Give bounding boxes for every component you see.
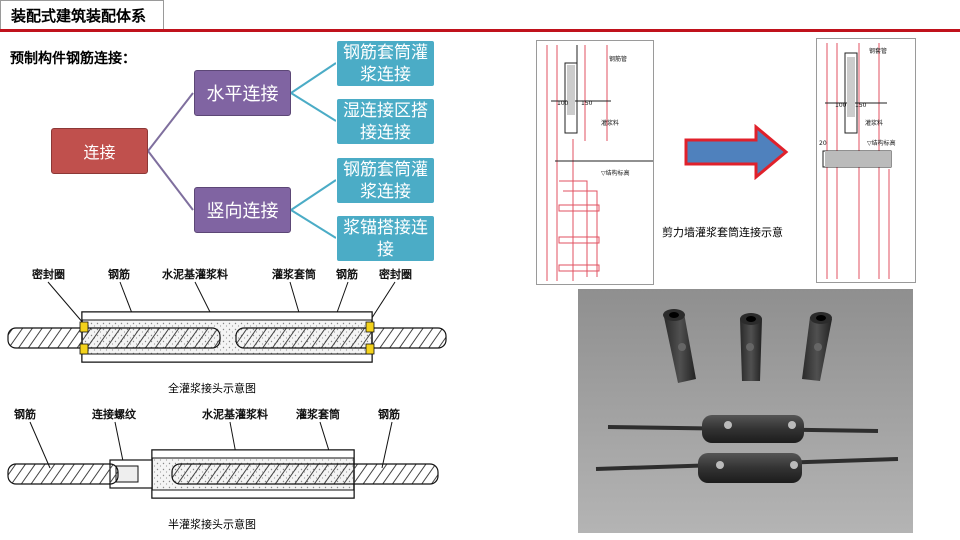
transition-arrow xyxy=(684,124,789,180)
sleeve-assembly-2 xyxy=(595,453,899,483)
tree-connectors xyxy=(147,62,337,239)
left-panel-label-3: ▽结构标高 xyxy=(601,169,630,177)
half-label-grout: 水泥基灌浆料 xyxy=(202,407,268,421)
full-label-seal-right: 密封圈 xyxy=(379,267,412,281)
half-grout-joint-diagram: 钢筋 连接螺纹 水泥基灌浆料 灌浆套筒 钢筋 xyxy=(7,407,439,499)
title-rule xyxy=(0,29,960,32)
tree-horizontal-node: 水平连接 xyxy=(194,70,291,116)
tree-vertical-node: 竖向连接 xyxy=(194,187,291,233)
upright-sleeve-3 xyxy=(802,312,832,381)
tree-leaf-3: 钢筋套筒灌浆连接 xyxy=(336,157,435,204)
left-panel-label-2: 灌浆料 xyxy=(601,119,619,127)
half-joint-caption: 半灌浆接头示意图 xyxy=(168,518,256,531)
full-label-rebar-right: 钢筋 xyxy=(336,267,358,281)
tree-leaf-3-label: 钢筋套筒灌浆连接 xyxy=(343,159,428,202)
upright-sleeve-1 xyxy=(663,309,696,383)
tree-leaf-4: 浆锚搭接连接 xyxy=(336,215,435,262)
subtitle: 预制构件钢筋连接： xyxy=(10,51,136,67)
half-label-thread: 连接螺纹 xyxy=(92,407,137,421)
thread-block xyxy=(115,465,139,483)
tree-leaf-4-label: 浆锚搭接连接 xyxy=(343,217,428,260)
grout-sleeve-photo xyxy=(578,289,913,533)
left-panel-dim-a: 100 xyxy=(557,100,569,107)
tree-root-label: 连接 xyxy=(83,143,116,162)
right-panel-label-1: 钢套管 xyxy=(869,47,887,55)
full-joint-caption: 全灌浆接头示意图 xyxy=(168,382,256,395)
shear-wall-panel-before: 钢筋管 100 150 灌浆料 ▽结构标高 xyxy=(536,40,654,285)
right-panel-label-2: 灌浆料 xyxy=(865,119,883,127)
full-label-rebar-left: 钢筋 xyxy=(108,267,130,281)
sleeve-assembly-1 xyxy=(607,415,879,443)
connector-root-horizontal xyxy=(147,92,194,152)
half-label-rebar-left: 钢筋 xyxy=(14,407,36,421)
full-label-sleeve: 灌浆套筒 xyxy=(272,267,316,281)
slide-title-box: 装配式建筑装配体系 xyxy=(0,0,164,30)
left-panel-label-1: 钢筋管 xyxy=(609,55,627,63)
seal-left xyxy=(79,321,89,333)
right-panel-dim-b: 150 xyxy=(855,102,867,109)
full-label-seal-left: 密封圈 xyxy=(32,267,65,281)
connector-vertical-leaf3 xyxy=(290,179,337,211)
full-grout-joint-diagram: 密封圈 钢筋 水泥基灌浆料 灌浆套筒 钢筋 密封圈 xyxy=(7,267,447,363)
half-label-sleeve: 灌浆套筒 xyxy=(296,407,340,421)
connector-vertical-leaf4 xyxy=(290,209,337,239)
tree-vertical-label: 竖向连接 xyxy=(206,201,279,222)
left-panel-dim-b: 150 xyxy=(581,100,593,107)
full-label-grout: 水泥基灌浆料 xyxy=(162,267,228,281)
seal-right xyxy=(365,321,375,333)
shear-wall-caption: 剪力墙灌浆套筒连接示意 xyxy=(662,226,783,239)
tree-leaf-1-label: 钢筋套筒灌浆连接 xyxy=(343,42,428,85)
shear-wall-panel-after: 钢套管 100 150 灌浆料 20 ▽结构标高 xyxy=(816,38,916,283)
connector-root-vertical xyxy=(147,150,194,211)
right-panel-label-3: ▽结构标高 xyxy=(867,139,896,147)
tree-leaf-2: 湿连接区搭接连接 xyxy=(336,98,435,145)
tree-root-node: 连接 xyxy=(51,128,148,174)
tree-leaf-2-label: 湿连接区搭接连接 xyxy=(343,100,428,143)
upright-sleeve-2 xyxy=(740,313,762,381)
slide-title: 装配式建筑装配体系 xyxy=(11,7,147,25)
right-panel-dim-c: 20 xyxy=(819,140,827,147)
connector-horizontal-leaf1 xyxy=(290,62,337,94)
connector-horizontal-leaf2 xyxy=(290,92,337,122)
right-panel-dim-a: 100 xyxy=(835,102,847,109)
tree-leaf-1: 钢筋套筒灌浆连接 xyxy=(336,40,435,87)
tree-horizontal-label: 水平连接 xyxy=(206,84,279,105)
half-label-rebar-right: 钢筋 xyxy=(378,407,400,421)
